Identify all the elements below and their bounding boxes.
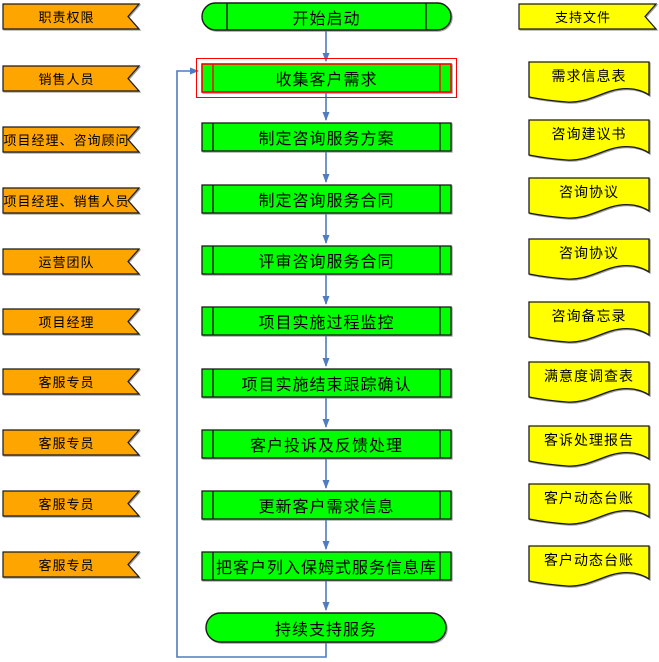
step-label: 客户投诉及反馈处理 bbox=[249, 436, 403, 455]
roles-header-banner: 职责权限 bbox=[2, 3, 140, 30]
doc-customer-ledger-2: 客户动态台账 bbox=[528, 545, 650, 587]
document-shape bbox=[528, 238, 650, 280]
step-complaint-feedback-handling: 客户投诉及反馈处理 bbox=[201, 429, 452, 459]
role-banner-cs-4: 客服专员 bbox=[2, 551, 140, 578]
role-banner-ops-team: 运营团队 bbox=[2, 248, 140, 275]
terminator-shape bbox=[201, 2, 452, 31]
doc-consulting-memo: 咨询备忘录 bbox=[528, 301, 650, 343]
roles-header-label: 职责权限 bbox=[38, 11, 95, 26]
doc-label: 咨询协议 bbox=[559, 245, 619, 262]
document-shape bbox=[528, 545, 650, 587]
step-completion-followup: 项目实施结束跟踪确认 bbox=[201, 368, 452, 398]
banner-shape bbox=[2, 490, 140, 517]
step-review-contract: 评审咨询服务合同 bbox=[201, 245, 452, 275]
banner-shape bbox=[2, 187, 140, 214]
document-shape bbox=[528, 301, 650, 343]
doc-label: 咨询协议 bbox=[559, 184, 619, 201]
step-label: 更新客户需求信息 bbox=[258, 497, 395, 516]
step-label: 评审咨询服务合同 bbox=[258, 252, 395, 271]
step-label: 项目实施过程监控 bbox=[258, 313, 395, 332]
step-add-to-nanny-service-db: 把客户列入保姆式服务信息库 bbox=[201, 551, 452, 581]
doc-label: 咨询备忘录 bbox=[551, 308, 627, 325]
start-label: 开始启动 bbox=[292, 8, 361, 28]
step-label: 制定咨询服务合同 bbox=[258, 191, 395, 210]
step-label: 项目实施结束跟踪确认 bbox=[241, 375, 412, 394]
doc-consulting-agreement-1: 咨询协议 bbox=[528, 177, 650, 219]
document-shape bbox=[528, 483, 650, 525]
doc-consulting-proposal: 咨询建议书 bbox=[528, 119, 650, 161]
role-label: 运营团队 bbox=[38, 256, 95, 271]
banner-shape bbox=[2, 551, 140, 578]
document-shape bbox=[528, 425, 650, 467]
doc-label: 客诉处理报告 bbox=[544, 432, 634, 449]
banner-shape bbox=[518, 3, 657, 30]
doc-label: 客户动态台账 bbox=[544, 552, 634, 569]
role-banner-cs-3: 客服专员 bbox=[2, 490, 140, 517]
role-banner-pm-sales: 项目经理、销售人员 bbox=[2, 187, 140, 214]
step-label: 把客户列入保姆式服务信息库 bbox=[215, 558, 437, 577]
role-label: 销售人员 bbox=[38, 73, 95, 88]
doc-customer-ledger-1: 客户动态台账 bbox=[528, 483, 650, 525]
role-banner-sales: 销售人员 bbox=[2, 65, 140, 92]
role-label: 客服专员 bbox=[38, 559, 95, 574]
role-banner-cs-2: 客服专员 bbox=[2, 429, 140, 456]
step-make-service-plan: 制定咨询服务方案 bbox=[201, 122, 452, 152]
doc-label: 满意度调查表 bbox=[544, 368, 634, 385]
step-label: 制定咨询服务方案 bbox=[258, 129, 395, 148]
banner-shape bbox=[2, 65, 140, 92]
role-label: 客服专员 bbox=[38, 498, 95, 513]
document-shape bbox=[528, 177, 650, 219]
doc-label: 需求信息表 bbox=[551, 68, 627, 85]
document-shape bbox=[528, 61, 650, 103]
role-banner-project-manager: 项目经理 bbox=[2, 308, 140, 335]
step-implementation-monitoring: 项目实施过程监控 bbox=[201, 306, 452, 336]
role-label: 项目经理、销售人员 bbox=[3, 195, 130, 210]
doc-label: 客户动态台账 bbox=[544, 490, 634, 507]
role-label: 项目经理、咨询顾问 bbox=[3, 134, 130, 149]
end-label: 持续支持服务 bbox=[274, 619, 377, 639]
doc-requirements-form: 需求信息表 bbox=[528, 61, 650, 103]
step-collect-requirements: 收集客户需求 bbox=[201, 63, 452, 93]
step-update-customer-requirements: 更新客户需求信息 bbox=[201, 490, 452, 520]
banner-shape bbox=[2, 368, 140, 395]
role-label: 项目经理 bbox=[38, 316, 95, 331]
document-shape bbox=[528, 361, 650, 403]
doc-satisfaction-survey: 满意度调查表 bbox=[528, 361, 650, 403]
banner-shape bbox=[2, 429, 140, 456]
doc-consulting-agreement-2: 咨询协议 bbox=[528, 238, 650, 280]
step-label: 收集客户需求 bbox=[275, 70, 378, 89]
banner-shape bbox=[2, 248, 140, 275]
role-banner-cs-1: 客服专员 bbox=[2, 368, 140, 395]
documents-header-banner: 支持文件 bbox=[518, 3, 657, 30]
step-make-service-contract: 制定咨询服务合同 bbox=[201, 184, 452, 214]
documents-header-label: 支持文件 bbox=[554, 11, 611, 26]
doc-complaint-report: 客诉处理报告 bbox=[528, 425, 650, 467]
role-label: 客服专员 bbox=[38, 437, 95, 452]
banner-shape bbox=[2, 308, 140, 335]
doc-label: 咨询建议书 bbox=[551, 126, 627, 143]
banner-shape bbox=[2, 126, 140, 153]
document-shape bbox=[528, 119, 650, 161]
role-label: 客服专员 bbox=[38, 376, 95, 391]
end-terminator: 持续支持服务 bbox=[205, 612, 447, 643]
banner-shape bbox=[2, 3, 140, 30]
role-banner-pm-consultant: 项目经理、咨询顾问 bbox=[2, 126, 140, 153]
start-terminator: 开始启动 bbox=[201, 2, 452, 31]
